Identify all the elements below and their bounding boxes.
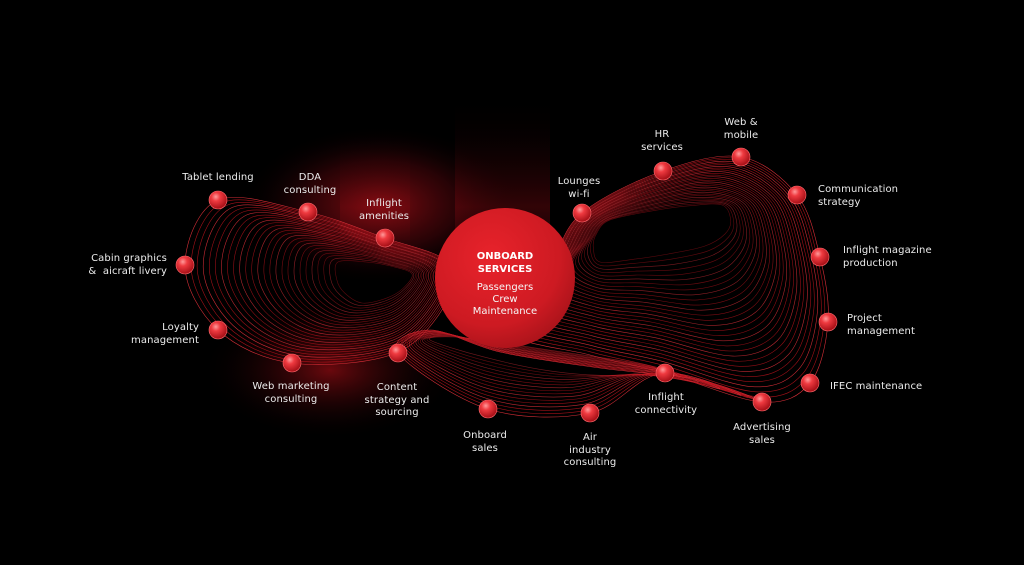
node-loyalty-management — [208, 320, 228, 340]
wave-line-lower — [402, 331, 742, 408]
node-ifec-maintenance — [800, 373, 820, 393]
wave-line-left — [317, 252, 418, 311]
wave-line-left — [239, 219, 440, 343]
wave-line-left — [251, 224, 436, 338]
label-web-mobile: Web & mobile — [723, 117, 759, 141]
wave-line-left — [245, 222, 438, 341]
node-dda-consulting — [298, 202, 318, 222]
node-web-mobile — [731, 147, 751, 167]
node-content-strategy-sourcing — [388, 343, 408, 363]
wave-line-right — [548, 179, 781, 331]
node-inflight-connectivity — [655, 363, 675, 383]
wave-line-right — [586, 201, 738, 270]
wave-line-left — [334, 260, 413, 304]
wave-line-left — [202, 204, 451, 358]
label-onboard-sales: Onboard sales — [463, 430, 507, 454]
label-cabin-graphics-livery: Cabin graphics & aicraft livery — [88, 253, 167, 277]
label-hr-services: HR services — [641, 129, 683, 153]
node-inflight-amenities — [375, 228, 395, 248]
wave-line-left — [257, 227, 435, 336]
node-lounges-wifi — [572, 203, 592, 223]
label-dda-consulting: DDA consulting — [283, 172, 337, 196]
label-web-marketing-consulting: Web marketing consulting — [252, 381, 330, 405]
wave-lines — [184, 155, 829, 418]
node-air-industry-consulting — [580, 403, 600, 423]
node-hr-services — [653, 161, 673, 181]
node-project-management — [818, 312, 838, 332]
center-subtitle: Passengers Crew Maintenance — [472, 282, 538, 317]
node-inflight-magazine-production — [810, 247, 830, 267]
label-advertising-sales: Advertising sales — [733, 422, 791, 446]
label-tablet-lending: Tablet lending — [182, 172, 254, 183]
label-content-strategy-sourcing: Content strategy and sourcing — [364, 382, 430, 418]
wave-line-right — [589, 202, 735, 267]
center-title: ONBOARD SERVICES — [476, 251, 534, 275]
wave-line-left — [311, 250, 419, 314]
wave-line-left — [269, 232, 431, 331]
wave-line-left — [299, 245, 423, 319]
wave-line-left — [208, 207, 449, 355]
wave-line-left — [293, 242, 424, 321]
wave-line-left — [233, 217, 442, 346]
wave-line-left — [323, 255, 416, 309]
wave-line-right — [592, 203, 732, 263]
label-loyalty-management: Loyalty management — [131, 322, 199, 346]
label-inflight-connectivity: Inflight connectivity — [634, 392, 698, 416]
label-inflight-magazine-production: Inflight magazine production — [843, 245, 932, 269]
node-tablet-lending — [208, 190, 228, 210]
wave-line-right — [578, 196, 747, 281]
label-ifec-maintenance: IFEC maintenance — [830, 381, 923, 392]
label-lounges-wifi: Lounges wi-fi — [557, 176, 601, 200]
label-project-management: Project management — [847, 313, 915, 337]
label-air-industry-consulting: Air industry consulting — [563, 432, 617, 468]
node-onboard-sales — [478, 399, 498, 419]
wave-line-left — [214, 209, 447, 353]
wave-line-left — [263, 229, 433, 333]
center-circle — [435, 208, 575, 348]
node-web-marketing-consulting — [282, 353, 302, 373]
wave-line-left — [305, 247, 421, 316]
wave-line-right — [584, 200, 741, 273]
wave-line-lower — [406, 331, 727, 401]
wave-line-lower — [404, 331, 735, 404]
wave-line-right — [575, 195, 751, 286]
wave-line-left — [275, 235, 429, 328]
wave-line-left — [329, 257, 415, 306]
wave-line-left — [281, 237, 428, 326]
wave-line-lower — [400, 330, 749, 411]
label-communication-strategy: Communication strategy — [818, 184, 899, 208]
wave-line-left — [196, 202, 452, 360]
node-advertising-sales — [752, 392, 772, 412]
node-communication-strategy — [787, 185, 807, 205]
node-cabin-graphics-livery — [175, 255, 195, 275]
wave-line-lower — [397, 330, 756, 414]
wave-line-left — [287, 240, 426, 323]
wave-line-lower — [408, 332, 720, 398]
wave-line-left — [221, 212, 445, 351]
wave-line-left — [227, 214, 443, 348]
node-markers — [175, 147, 838, 423]
label-inflight-amenities: Inflight amenities — [358, 198, 410, 222]
wave-line-right — [581, 198, 744, 277]
